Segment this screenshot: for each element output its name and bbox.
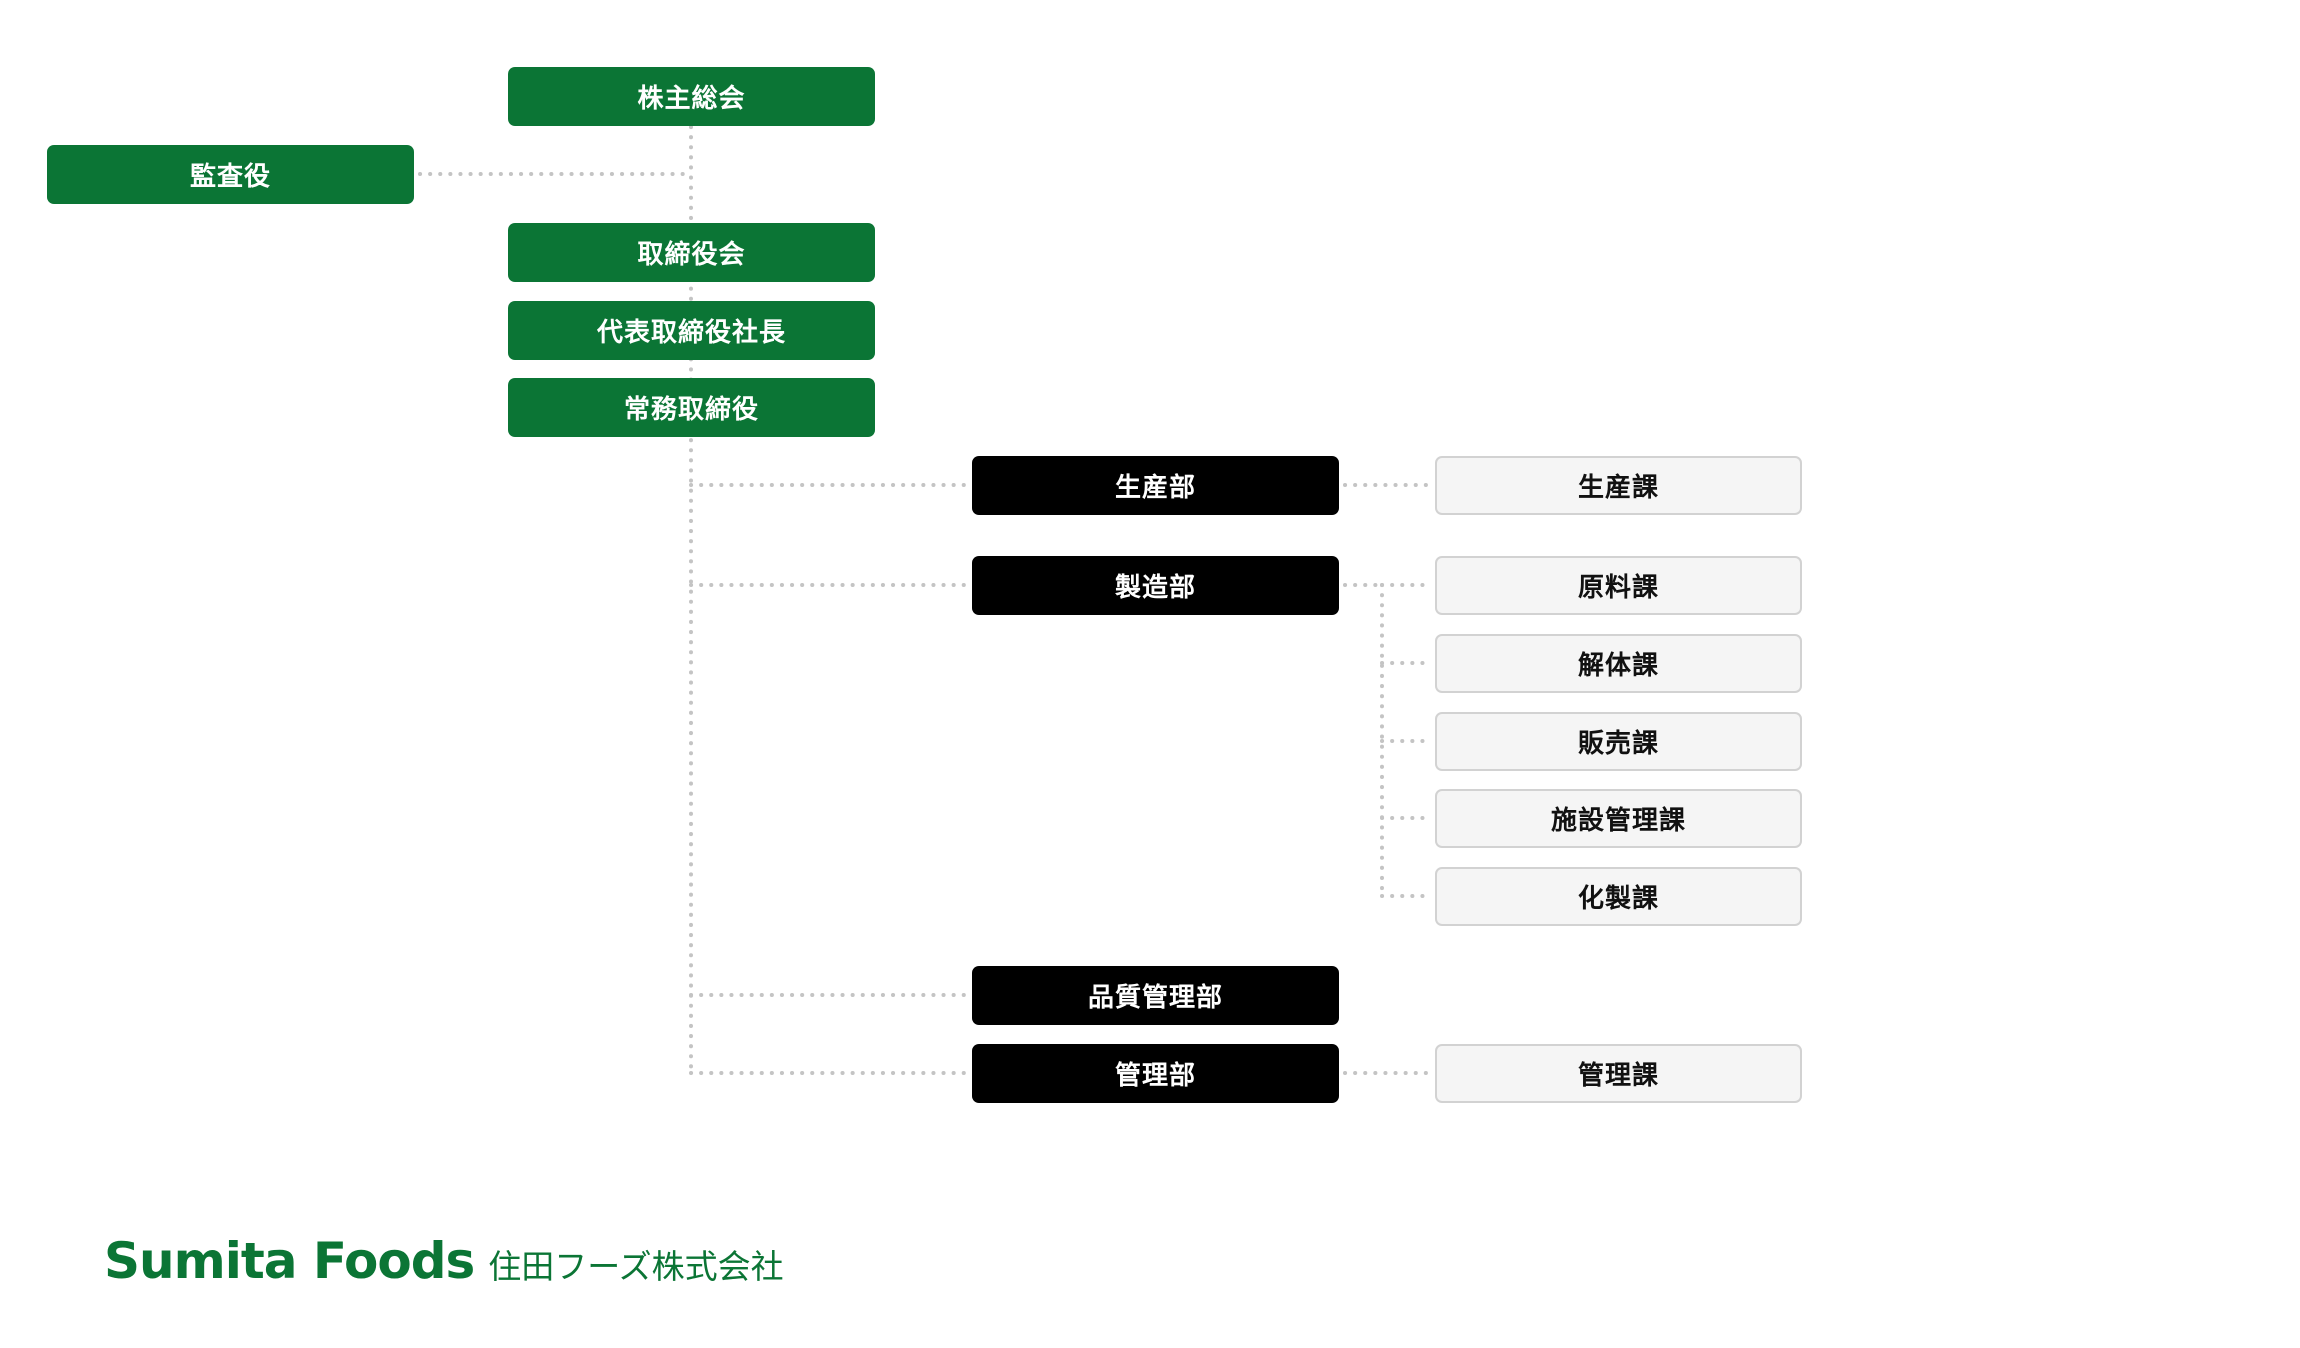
dept-quality-box: 品質管理部 [972, 966, 1339, 1025]
section-production-box: 生産課 [1435, 456, 1802, 515]
section-label: 化製課 [1577, 884, 1659, 914]
president-box: 代表取締役社長 [508, 301, 875, 360]
dept-manufacturing-box: 製造部 [972, 556, 1339, 615]
company-name-ja: 住田フーズ株式会社 [488, 1247, 784, 1286]
section-hanbai-box: 販売課 [1435, 712, 1802, 771]
shareholders-meeting-box: 株主総会 [508, 67, 875, 126]
section-label: 管理課 [1577, 1061, 1659, 1091]
section-label: 解体課 [1577, 651, 1659, 681]
dept-production-label: 生産部 [1114, 473, 1196, 503]
section-label: 施設管理課 [1550, 806, 1686, 836]
section-label: 販売課 [1577, 729, 1659, 759]
dept-management-label: 管理部 [1114, 1061, 1196, 1091]
section-shisetsu-box: 施設管理課 [1435, 789, 1802, 848]
shareholders-meeting-label: 株主総会 [637, 84, 746, 114]
dept-management-box: 管理部 [972, 1044, 1339, 1103]
president-label: 代表取締役社長 [596, 318, 786, 348]
dept-quality-label: 品質管理部 [1087, 983, 1223, 1013]
company-name-en: Sumita Foods [104, 1232, 475, 1290]
board-of-directors-box: 取締役会 [508, 223, 875, 282]
section-kasei-box: 化製課 [1435, 867, 1802, 926]
managing-director-label: 常務取締役 [623, 395, 759, 425]
managing-director-box: 常務取締役 [508, 378, 875, 437]
board-of-directors-label: 取締役会 [637, 240, 746, 270]
auditor-label: 監査役 [189, 162, 271, 192]
dept-manufacturing-label: 製造部 [1114, 573, 1196, 603]
section-management-box: 管理課 [1435, 1044, 1802, 1103]
section-label: 原料課 [1577, 573, 1659, 603]
company-logo: Sumita Foods 住田フーズ株式会社 [104, 1232, 784, 1290]
section-kaitai-box: 解体課 [1435, 634, 1802, 693]
section-label: 生産課 [1577, 473, 1659, 503]
section-genryo-box: 原料課 [1435, 556, 1802, 615]
auditor-box: 監査役 [47, 145, 414, 204]
dept-production-box: 生産部 [972, 456, 1339, 515]
